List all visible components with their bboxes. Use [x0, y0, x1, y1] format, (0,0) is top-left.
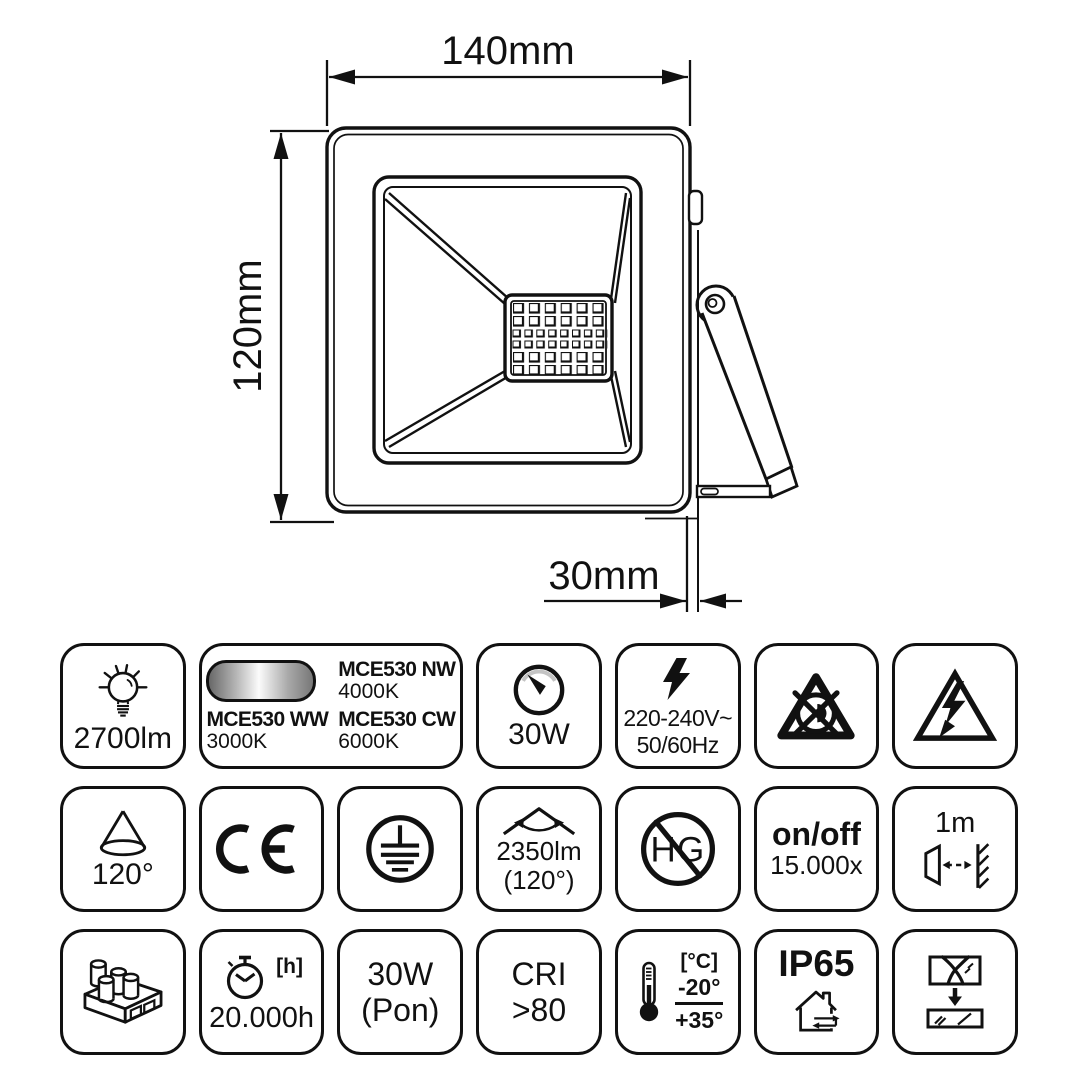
dim-depth-label: 30mm	[548, 554, 659, 598]
mounting-bracket	[695, 284, 799, 499]
wide-beam-arrow-icon	[502, 807, 576, 836]
reflector-edges	[384, 192, 632, 449]
variant-ww-model: MCE530 WW	[206, 707, 329, 731]
high-voltage-triangle-icon	[913, 668, 998, 741]
triangle-crossed-circle-icon	[777, 673, 856, 740]
dim-width-label: 140mm	[441, 29, 574, 73]
power-gauge-icon	[513, 664, 565, 716]
switching-label: on/off	[772, 816, 861, 853]
tile-min-distance: 1m	[892, 786, 1018, 912]
tile-power: 30W	[476, 643, 602, 769]
luminous-flux-value: 2700lm	[73, 721, 173, 755]
tile-ip-rating: IP65	[753, 929, 880, 1055]
stopwatch-icon	[227, 955, 264, 1000]
tile-glass-replacement	[892, 929, 1018, 1055]
led-panel	[503, 293, 614, 383]
min-distance-value: 1m	[934, 807, 976, 840]
variant-cw-model: MCE530 CW	[338, 707, 456, 731]
beam-angle-value: 120°	[91, 857, 154, 891]
luminous-flux-angle-line2: (120°)	[503, 865, 575, 895]
tile-voltage: 220-240V~ 50/60Hz	[614, 643, 741, 769]
variant-cw-kelvin: 6000K	[338, 729, 399, 753]
tile-ce	[198, 786, 325, 912]
no-mercury-icon: HG	[640, 812, 715, 886]
cri-value: >80	[511, 991, 567, 1028]
variant-ww-kelvin: 3000K	[206, 729, 268, 753]
voltage-line1: 220-240V~	[623, 705, 733, 732]
tile-operating-temp: [°C] -20° +35°	[614, 929, 741, 1055]
broken-glass-replace-icon	[926, 955, 984, 1029]
lifetime-unit: [h]	[276, 955, 303, 979]
tile-cri: CRI >80	[476, 929, 602, 1055]
dimension-arrowheads	[273, 69, 726, 609]
dim-height-label: 120mm	[226, 259, 270, 392]
variant-nw-kelvin: 4000K	[338, 680, 399, 704]
variant-cw: MCE530 CW 6000K	[338, 707, 456, 753]
tile-terminal-block	[60, 929, 186, 1055]
luminous-flux-angle-line1: 2350lm	[496, 835, 582, 866]
ce-mark-icon	[215, 824, 295, 874]
variant-ww: MCE530 WW 3000K	[206, 709, 328, 753]
lifetime-value: 20.000h	[209, 1002, 314, 1035]
variant-nw: MCE530 NW 4000K	[338, 658, 456, 704]
voltage-line2: 50/60Hz	[636, 732, 720, 758]
distance-to-surface-icon	[924, 842, 990, 889]
rated-power-line1: 30W	[367, 955, 434, 992]
cri-label: CRI	[511, 955, 567, 992]
tile-switching-cycles: on/off 15.000x	[753, 786, 880, 912]
temp-unit: [°C]	[680, 950, 718, 974]
tile-color-variants: MCE530 NW 4000K MCE530 WW 3000K MCE530 C…	[198, 643, 464, 769]
switching-count: 15.000x	[770, 850, 863, 881]
color-temperature-pill-icon	[206, 660, 317, 703]
rated-power-line2: (Pon)	[361, 991, 440, 1028]
temp-max: +35°	[675, 1006, 724, 1033]
ip-rating-value: IP65	[778, 943, 855, 984]
tile-high-voltage	[892, 643, 1018, 769]
power-value: 30W	[508, 717, 570, 751]
spec-icon-grid: 2700lm MCE530 NW 4000K MCE530 WW 3000K M…	[60, 643, 1018, 1055]
tile-warning-crossed-circle	[753, 643, 880, 769]
variant-nw-model: MCE530 NW	[338, 658, 456, 682]
tile-luminous-flux-angle: 2350lm (120°)	[476, 786, 602, 912]
beam-cone-icon	[99, 810, 146, 856]
dimension-lines	[270, 60, 742, 612]
tile-rated-power: 30W (Pon)	[337, 929, 464, 1055]
tile-no-mercury: HG	[614, 786, 741, 912]
thermometer-icon	[639, 961, 659, 1022]
tile-luminous-flux: 2700lm	[60, 643, 186, 769]
bulb-icon	[98, 663, 148, 717]
temp-min: -20°	[674, 974, 724, 1005]
ground-class1-icon	[366, 815, 435, 883]
tile-protective-earth	[337, 786, 464, 912]
floodlight-dimension-drawing: 140mm 120mm 30mm	[226, 29, 799, 612]
side-tab	[687, 189, 704, 226]
lightning-bolt-icon	[662, 658, 690, 701]
tile-lifetime: [h] 20.000h	[198, 929, 325, 1055]
indoor-outdoor-house-icon	[795, 990, 840, 1032]
tile-beam-angle: 120°	[60, 786, 186, 912]
terminal-block-icon	[83, 959, 163, 1024]
